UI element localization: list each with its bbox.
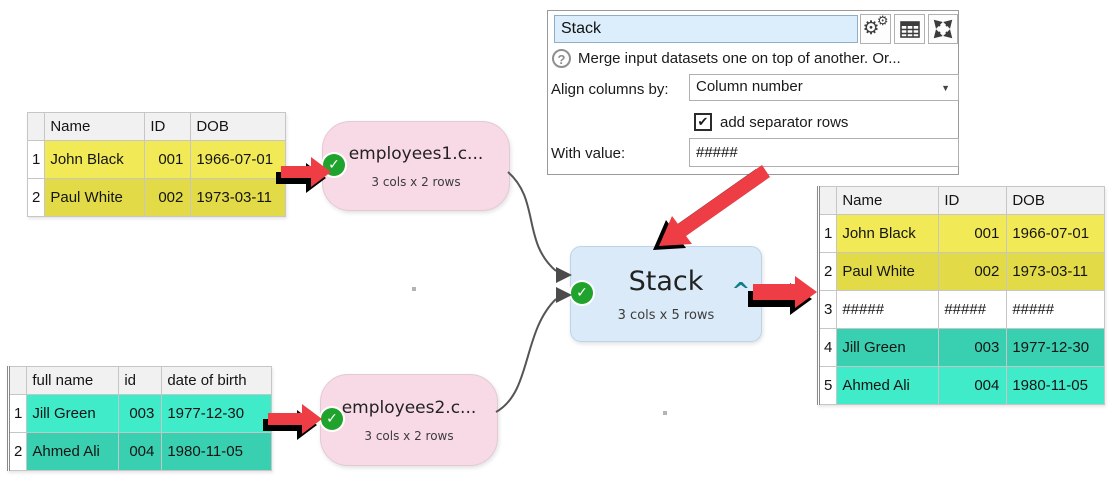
cell-dob: 1977-12-30 [1006, 328, 1106, 367]
gears-icon: ⚙ ⚙ [862, 13, 889, 39]
cell-name: Jill Green [26, 394, 120, 433]
column-header: ID [144, 112, 192, 141]
canvas-dot [412, 287, 416, 291]
table-view-button[interactable] [894, 14, 925, 44]
column-header: Name [44, 112, 146, 141]
expand-button[interactable] [928, 14, 958, 44]
cell-name: John Black [44, 140, 146, 179]
red-arrow-panel-to-stack [653, 165, 770, 250]
column-header: ID [938, 186, 1008, 215]
input1-preview-table: Name ID DOB 1 John Black 001 1966-07-01 … [26, 112, 287, 217]
node-dimensions: 3 cols x 2 rows [364, 428, 454, 443]
expand-icon [933, 19, 953, 39]
table-header-row: Name ID DOB [26, 112, 287, 141]
column-header: id [118, 366, 163, 395]
node-stack[interactable]: ✓ Stack 3 cols x 5 rows ^ [570, 246, 762, 342]
cell-id: 004 [118, 432, 163, 471]
row-number: 2 [26, 178, 46, 217]
cell-name: Paul White [836, 252, 940, 291]
table-row: 1 Jill Green 003 1977-12-30 [7, 394, 273, 433]
node-title: employees2.c... [341, 397, 477, 418]
table-row: 2 Ahmed Ali 004 1980-11-05 [7, 432, 273, 471]
node-dimensions: 3 cols x 5 rows [617, 307, 715, 323]
cell-id: 001 [144, 140, 192, 179]
table-header-row: full name id date of birth [7, 366, 273, 395]
row-number: 1 [26, 140, 46, 179]
cell-dob: ##### [1006, 290, 1106, 329]
row-number: 4 [817, 328, 838, 367]
cell-id: 003 [118, 394, 163, 433]
cell-name: Ahmed Ali [26, 432, 120, 471]
cell-dob: 1973-03-11 [1006, 252, 1106, 291]
node-dimensions: 3 cols x 2 rows [371, 174, 461, 189]
row-number: 2 [817, 252, 838, 291]
canvas-dot [663, 411, 667, 415]
collapse-caret[interactable]: ^ [731, 279, 750, 304]
output-preview-table: Name ID DOB 1 John Black 001 1966-07-01 … [817, 186, 1106, 405]
align-columns-select[interactable]: Column number ▼ [689, 74, 959, 101]
table-row: 2 Paul White 002 1973-03-11 [26, 178, 287, 217]
row-number: 1 [7, 394, 28, 433]
table-row: 4 Jill Green 003 1977-12-30 [817, 328, 1106, 367]
row-number: 3 [817, 290, 838, 329]
connector-employees1-to-stack [507, 171, 572, 283]
row-number-header [817, 186, 838, 215]
row-number: 5 [817, 366, 838, 405]
node-employees2[interactable]: ✓ employees2.c... 3 cols x 2 rows [320, 374, 498, 466]
cell-dob: 1966-07-01 [190, 140, 287, 179]
column-header: full name [26, 366, 120, 395]
column-header: date of birth [161, 366, 273, 395]
node-title: Stack [628, 265, 704, 297]
cell-dob: 1973-03-11 [190, 178, 287, 217]
cell-dob: 1977-12-30 [161, 394, 273, 433]
table-row: 1 John Black 001 1966-07-01 [817, 214, 1106, 253]
table-row: 1 John Black 001 1966-07-01 [26, 140, 287, 179]
table-row: 2 Paul White 002 1973-03-11 [817, 252, 1106, 291]
node-title: employees1.c... [348, 143, 484, 164]
status-ok-icon: ✓ [571, 282, 593, 304]
status-ok-icon: ✓ [321, 408, 343, 430]
cell-dob: 1980-11-05 [1006, 366, 1106, 405]
transform-name-input[interactable] [554, 15, 858, 43]
cell-id: 004 [938, 366, 1008, 405]
row-number: 2 [7, 432, 28, 471]
node-employees1[interactable]: ✓ employees1.c... 3 cols x 2 rows [322, 121, 510, 211]
transform-settings-panel: ⚙ ⚙ [547, 10, 959, 175]
cell-id: 003 [938, 328, 1008, 367]
column-header: DOB [1006, 186, 1106, 215]
cell-name: John Black [836, 214, 940, 253]
cell-name: Ahmed Ali [836, 366, 940, 405]
row-number-header [26, 112, 46, 141]
cell-id: ##### [938, 290, 1008, 329]
row-number-header [7, 366, 28, 395]
help-icon[interactable]: ? [552, 49, 571, 68]
cell-dob: 1980-11-05 [161, 432, 273, 471]
row-number: 1 [817, 214, 838, 253]
with-value-input[interactable] [689, 138, 959, 167]
settings-button[interactable]: ⚙ ⚙ [860, 14, 891, 44]
status-ok-icon: ✓ [323, 154, 345, 176]
connector-employees2-to-stack [495, 287, 572, 413]
table-row: 5 Ahmed Ali 004 1980-11-05 [817, 366, 1106, 405]
align-columns-label: Align columns by: [551, 81, 669, 98]
separator-row: 3 ##### ##### ##### [817, 290, 1106, 329]
cell-dob: 1966-07-01 [1006, 214, 1106, 253]
cell-name: ##### [836, 290, 940, 329]
cell-name: Jill Green [836, 328, 940, 367]
column-header: DOB [190, 112, 287, 141]
chevron-down-icon: ▼ [941, 83, 950, 93]
column-header: Name [836, 186, 940, 215]
align-columns-value: Column number [696, 78, 803, 95]
table-header-row: Name ID DOB [817, 186, 1106, 215]
add-separator-rows-label: add separator rows [720, 114, 849, 131]
cell-name: Paul White [44, 178, 146, 217]
table-icon [899, 20, 920, 38]
cell-id: 002 [144, 178, 192, 217]
with-value-label: With value: [551, 145, 626, 162]
input2-preview-table: full name id date of birth 1 Jill Green … [7, 366, 273, 471]
add-separator-rows-checkbox[interactable]: ✔ [694, 113, 712, 131]
cell-id: 001 [938, 214, 1008, 253]
transform-description: Merge input datasets one on top of anoth… [578, 50, 901, 67]
cell-id: 002 [938, 252, 1008, 291]
